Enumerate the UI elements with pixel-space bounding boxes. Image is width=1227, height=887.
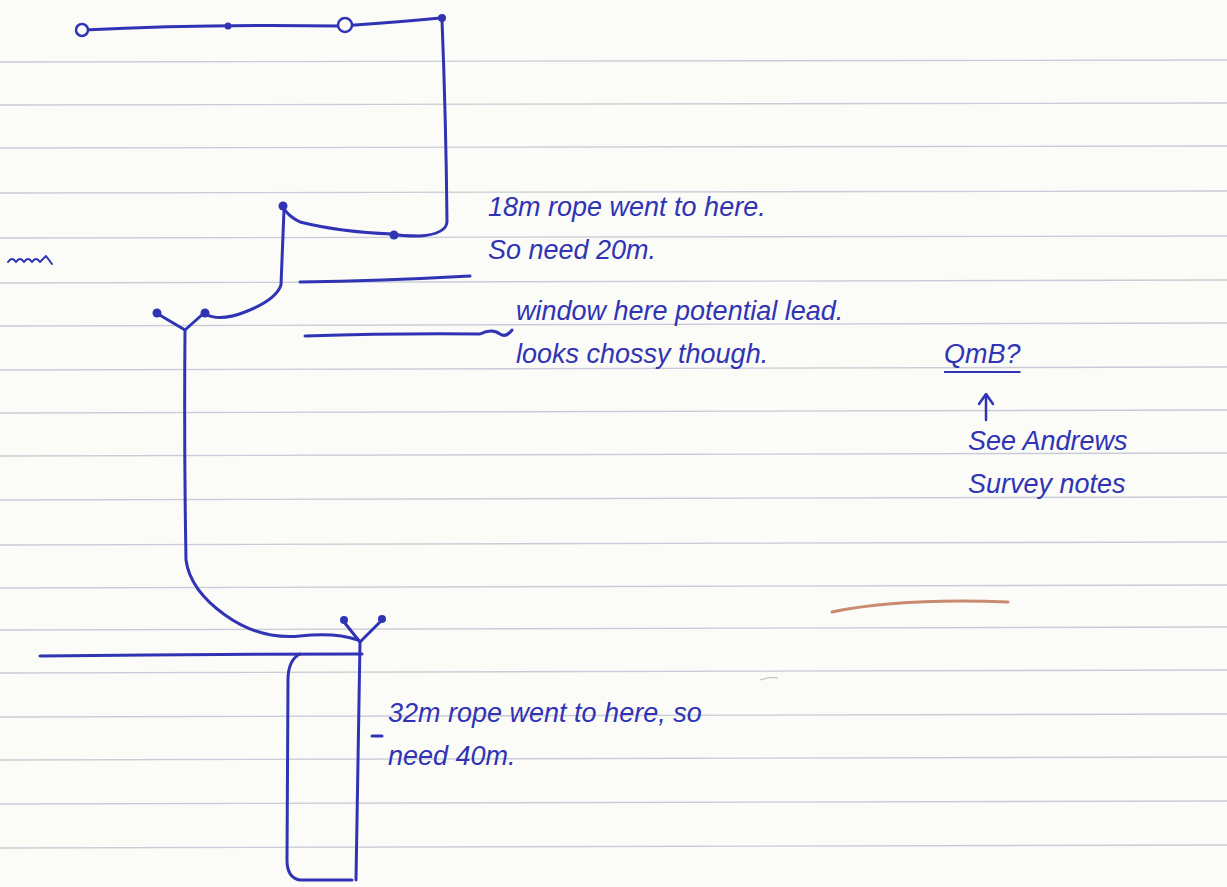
smudge (760, 677, 778, 680)
lower-pitch (356, 642, 360, 880)
main-pitch (185, 330, 358, 640)
pointer-arrow (979, 394, 993, 420)
ledge-line (300, 276, 470, 282)
first-pitch (283, 20, 447, 236)
anchor-dot (201, 309, 210, 318)
anchors (153, 14, 447, 624)
handwritten-note: window here potential lead. looks chossy… (516, 290, 856, 376)
open-rings (76, 18, 352, 36)
ledge-line (40, 654, 362, 656)
ring (338, 18, 352, 32)
y-hang (158, 313, 204, 330)
anchor-dot (390, 231, 399, 240)
second-pitch (205, 210, 284, 318)
handwritten-note: 18m rope went to here. So need 20m. (488, 186, 788, 272)
anchor-dot (340, 616, 348, 624)
tick (372, 735, 382, 738)
entrance-line (84, 18, 440, 30)
ring (76, 24, 88, 36)
ruled-lines (0, 60, 1227, 848)
y-hang (344, 620, 382, 642)
anchor-dot (438, 14, 446, 22)
handwritten-note: See Andrews Survey notes (968, 420, 1188, 506)
handwritten-note: QmB? (944, 333, 1064, 376)
anchor-dot (225, 23, 232, 30)
stain (832, 601, 1008, 612)
anchor-dot (153, 309, 162, 318)
anchor-dot (279, 202, 288, 211)
anchor-dot (378, 615, 386, 623)
handwritten-note: 32m rope went to here, so need 40m. (388, 692, 718, 778)
cave-section (8, 18, 993, 880)
window-line (305, 330, 512, 336)
bracket (287, 654, 352, 880)
scribble (8, 256, 52, 264)
